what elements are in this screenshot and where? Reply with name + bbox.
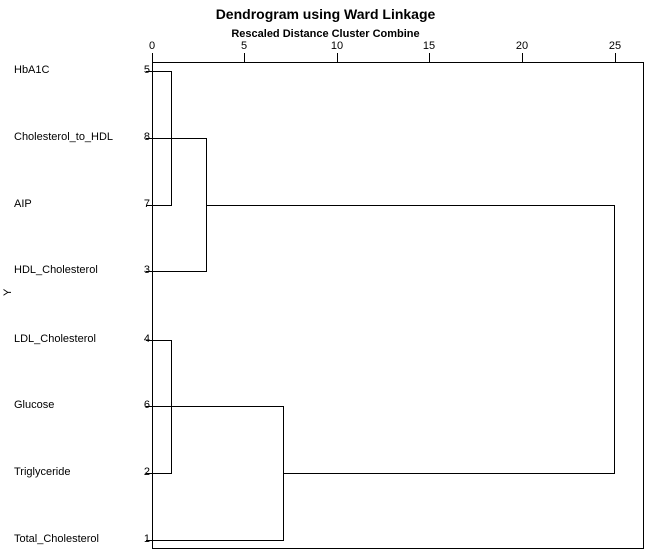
leaf-number-7: 7 xyxy=(143,198,150,210)
leaf-tick-2 xyxy=(146,473,153,474)
link-leaf-3-horizontal xyxy=(152,271,207,272)
leaf-label-cholesterol-to-hdl: Cholesterol_to_HDL xyxy=(14,131,114,143)
leaf-number-6: 6 xyxy=(143,399,150,411)
x-axis-line xyxy=(152,62,644,63)
leaf-number-3: 3 xyxy=(143,264,150,276)
leaf-tick-5 xyxy=(146,71,153,72)
link-root-upper-horizontal xyxy=(206,205,615,206)
xtick-mark-15 xyxy=(429,53,430,62)
chart-subtitle: Rescaled Distance Cluster Combine xyxy=(231,28,420,40)
plot-border-right xyxy=(643,62,644,549)
leaf-tick-8 xyxy=(146,138,153,139)
leaf-label-hdl-cholesterol: HDL_Cholesterol xyxy=(14,264,98,276)
link-leaf-8-horizontal xyxy=(152,138,207,139)
link-root-vertical xyxy=(614,205,615,474)
leaf-label-triglyceride: Triglyceride xyxy=(14,466,71,478)
leaf-label-total-cholesterol: Total_Cholesterol xyxy=(14,533,99,545)
link-leaf-4-horizontal xyxy=(152,340,172,341)
link-leaf-7-horizontal xyxy=(152,205,172,206)
leaf-number-5: 5 xyxy=(143,64,150,76)
leaf-number-2: 2 xyxy=(143,466,150,478)
leaf-label-aip: AIP xyxy=(14,198,32,210)
xtick-label-20: 20 xyxy=(515,40,529,52)
y-axis-label: Y xyxy=(2,288,14,296)
xtick-mark-20 xyxy=(522,53,523,62)
plot-border-left xyxy=(152,62,153,549)
leaf-tick-6 xyxy=(146,406,153,407)
xtick-label-15: 15 xyxy=(422,40,436,52)
xtick-label-25: 25 xyxy=(608,40,622,52)
xtick-mark-5 xyxy=(244,53,245,62)
leaf-label-ldl-cholesterol: LDL_Cholesterol xyxy=(14,333,96,345)
leaf-label-glucose: Glucose xyxy=(14,399,55,411)
xtick-label-0: 0 xyxy=(148,40,156,52)
leaf-number-1: 1 xyxy=(143,533,150,545)
leaf-number-8: 8 xyxy=(143,131,150,143)
xtick-mark-10 xyxy=(337,53,338,62)
link-leaf-5-horizontal xyxy=(152,71,172,72)
leaf-tick-3 xyxy=(146,271,153,272)
link-m3-vertical xyxy=(171,340,172,474)
leaf-tick-4 xyxy=(146,340,153,341)
leaf-tick-7 xyxy=(146,205,153,206)
leaf-number-4: 4 xyxy=(143,333,150,345)
link-leaf-2-horizontal xyxy=(152,473,172,474)
xtick-mark-25 xyxy=(615,53,616,62)
link-leaf-1-horizontal xyxy=(152,540,284,541)
xtick-label-10: 10 xyxy=(330,40,344,52)
xtick-mark-0 xyxy=(152,53,153,62)
chart-title: Dendrogram using Ward Linkage xyxy=(215,6,436,22)
link-leaf-6-horizontal xyxy=(152,406,284,407)
xtick-label-5: 5 xyxy=(240,40,248,52)
leaf-label-hba1c: HbA1C xyxy=(14,64,50,76)
plot-border-bottom xyxy=(152,548,644,549)
link-root-lower-horizontal xyxy=(283,473,615,474)
leaf-tick-1 xyxy=(146,540,153,541)
